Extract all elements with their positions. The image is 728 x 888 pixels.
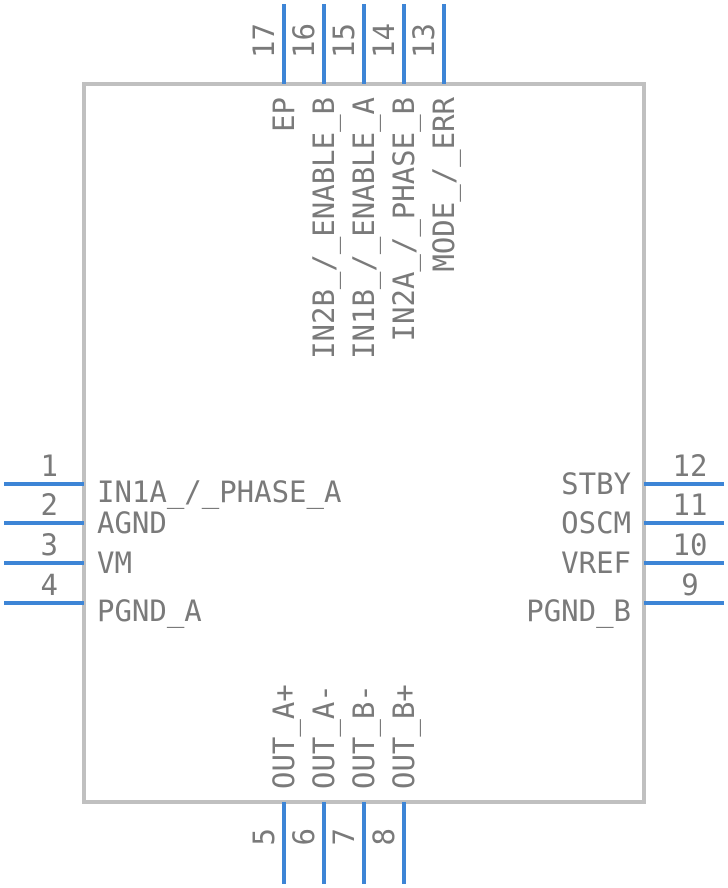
pin-9-number: 9 [681, 568, 698, 602]
pin-9-label: PGND_B [526, 594, 631, 629]
pin-1-label: IN1A_/_PHASE_A [97, 475, 341, 510]
pin-1-number: 1 [41, 449, 58, 483]
pin-11-label: OSCM [561, 506, 631, 540]
pin-10-label: VREF [561, 546, 631, 580]
pin-2-label: AGND [97, 506, 167, 540]
pin-14-label: IN2A_/_PHASE_B [387, 97, 422, 341]
pin-13-label: MODE_/_ERR [427, 96, 462, 271]
pin-16-number: 16 [287, 23, 321, 58]
pin-6-number: 6 [287, 828, 321, 845]
pin-14-number: 14 [367, 23, 401, 58]
pin-5-number: 5 [247, 828, 281, 845]
pin-5-label: OUT_A+ [267, 684, 302, 789]
pin-3-label: VM [97, 546, 132, 580]
pin-10-number: 10 [673, 528, 708, 562]
pin-17-number: 17 [247, 23, 281, 58]
pin-6-label: OUT_A- [307, 684, 342, 789]
pin-4-number: 4 [41, 568, 58, 602]
ic-body [82, 82, 646, 804]
pin-13-number: 13 [407, 23, 441, 58]
pin-4-label: PGND_A [97, 594, 202, 629]
pin-12-label: STBY [561, 467, 631, 501]
pin-15-number: 15 [327, 23, 361, 58]
pin-7-label: OUT_B- [347, 684, 382, 789]
pin-15-label: IN1B_/_ENABLE_A [347, 97, 382, 359]
pin-8-label: OUT_B+ [387, 684, 422, 789]
pin-12-number: 12 [673, 449, 708, 483]
pin-8-number: 8 [367, 828, 401, 845]
pin-3-number: 3 [41, 528, 58, 562]
pin-16-label: IN2B_/_ENABLE_B [307, 97, 342, 359]
pin-7-number: 7 [327, 828, 361, 845]
pin-11-number: 11 [673, 488, 708, 522]
pin-2-number: 2 [41, 488, 58, 522]
pin-17-label: EP [267, 97, 301, 132]
